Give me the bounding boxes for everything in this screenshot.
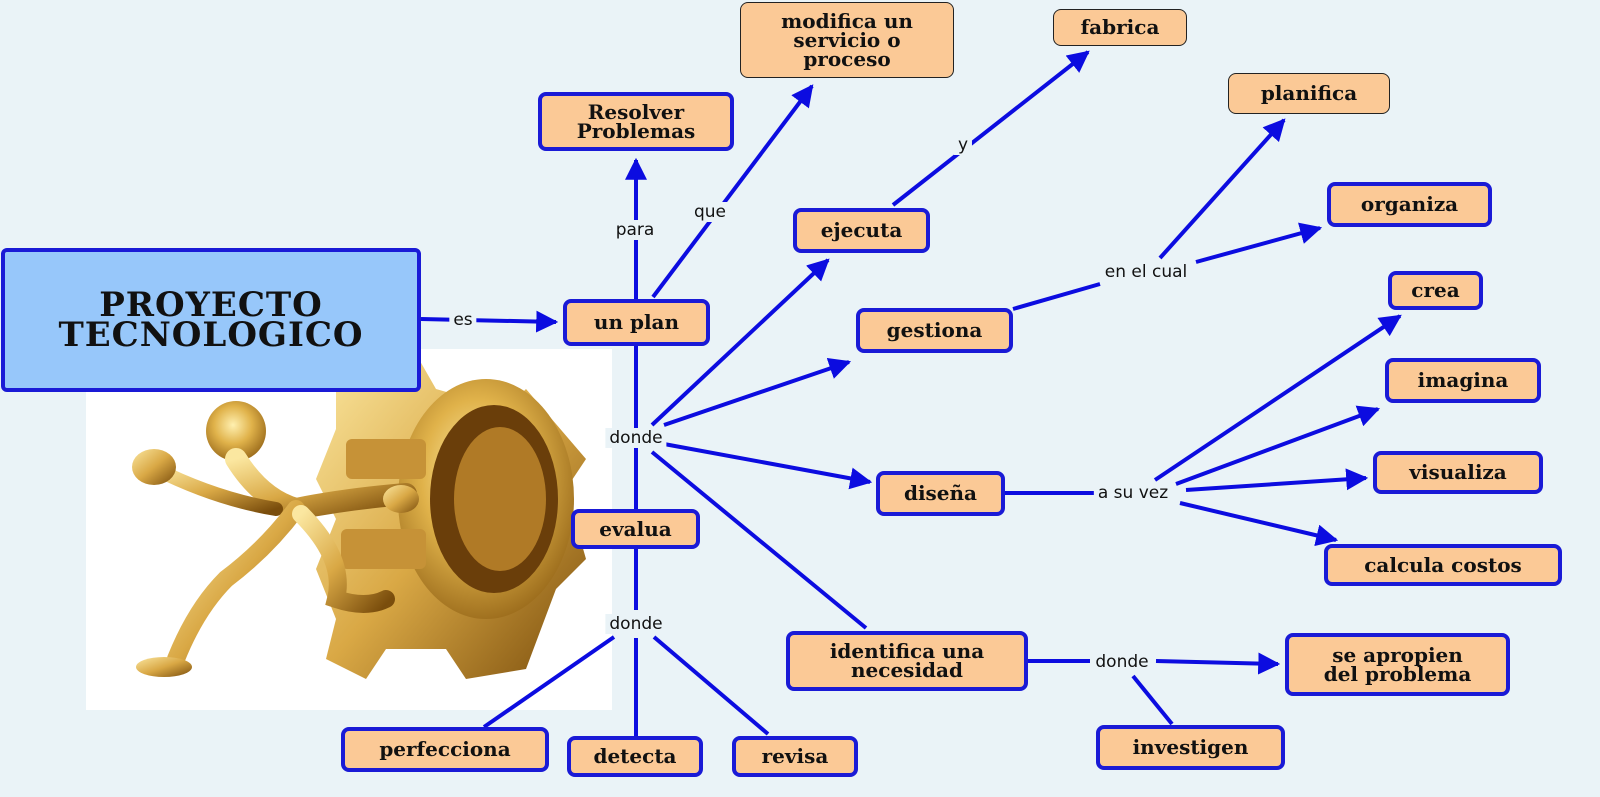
node-fabrica[interactable]: fabrica [1053, 9, 1187, 46]
node-ejecuta[interactable]: ejecuta [793, 208, 930, 253]
link-label-en-el-cual: en el cual [1100, 262, 1192, 282]
node-gestiona[interactable]: gestiona [856, 308, 1013, 353]
link-asuvez-to-visualiza [1185, 468, 1369, 492]
link-donde-to-revisa [652, 635, 770, 736]
node-organiza[interactable]: organiza [1327, 182, 1492, 227]
link-label-y: y [953, 135, 973, 155]
link-donde-to-apropien [1155, 652, 1281, 675]
node-se-apropien[interactable]: se apropien del problema [1285, 633, 1510, 696]
node-modifica-servicio[interactable]: modifica un servicio o proceso [740, 2, 954, 78]
link-ejecuta-to-fabrica [891, 50, 1090, 207]
node-resolver-problemas[interactable]: Resolver Problemas [538, 92, 734, 151]
node-disena[interactable]: diseña [876, 471, 1005, 516]
link-donde-to-gestiona [663, 357, 852, 427]
link-plan-to-modifica [651, 84, 814, 299]
node-evalua[interactable]: evalua [571, 509, 700, 549]
link-encual-to-organiza [1195, 222, 1323, 264]
gear-figure-icon [132, 354, 586, 679]
link-donde-to-disena [663, 442, 873, 490]
hero-illustration [86, 349, 612, 710]
link-label-donde-evalua: donde [605, 614, 667, 634]
link-donde-to-perfecciona [482, 635, 616, 729]
node-identifica-necesidad[interactable]: identifica una necesidad [786, 631, 1028, 691]
link-label-para: para [611, 220, 659, 240]
link-gestiona-to-encual [1012, 282, 1101, 311]
node-detecta[interactable]: detecta [567, 736, 703, 777]
link-label-que: que [689, 202, 731, 222]
node-planifica[interactable]: planifica [1228, 73, 1390, 114]
link-donde-to-identifica [650, 450, 868, 630]
link-asuvez-to-calcula [1179, 501, 1339, 547]
node-visualiza[interactable]: visualiza [1373, 451, 1543, 494]
node-crea[interactable]: crea [1388, 271, 1483, 310]
node-imagina[interactable]: imagina [1385, 358, 1541, 403]
link-encual-to-planifica [1158, 118, 1286, 260]
link-donde-to-investigen [1131, 674, 1174, 726]
node-perfecciona[interactable]: perfecciona [341, 727, 549, 772]
link-label-es: es [449, 310, 477, 330]
link-donde-to-ejecuta [650, 258, 830, 427]
link-label-a-su-vez: a su vez [1093, 483, 1173, 503]
node-calcula-costos[interactable]: calcula costos [1324, 544, 1562, 586]
node-revisa[interactable]: revisa [732, 736, 858, 777]
link-label-donde-center: donde [605, 428, 667, 448]
node-proyecto-tecnologico[interactable]: PROYECTO TECNOLOGICO [1, 248, 421, 392]
node-investigen[interactable]: investigen [1096, 725, 1285, 770]
link-asuvez-to-imagina [1175, 405, 1381, 486]
link-asuvez-to-crea [1153, 314, 1402, 482]
link-main-to-plan [420, 310, 559, 333]
link-label-donde-identifica: donde [1091, 652, 1153, 672]
node-un-plan[interactable]: un plan [563, 299, 710, 346]
